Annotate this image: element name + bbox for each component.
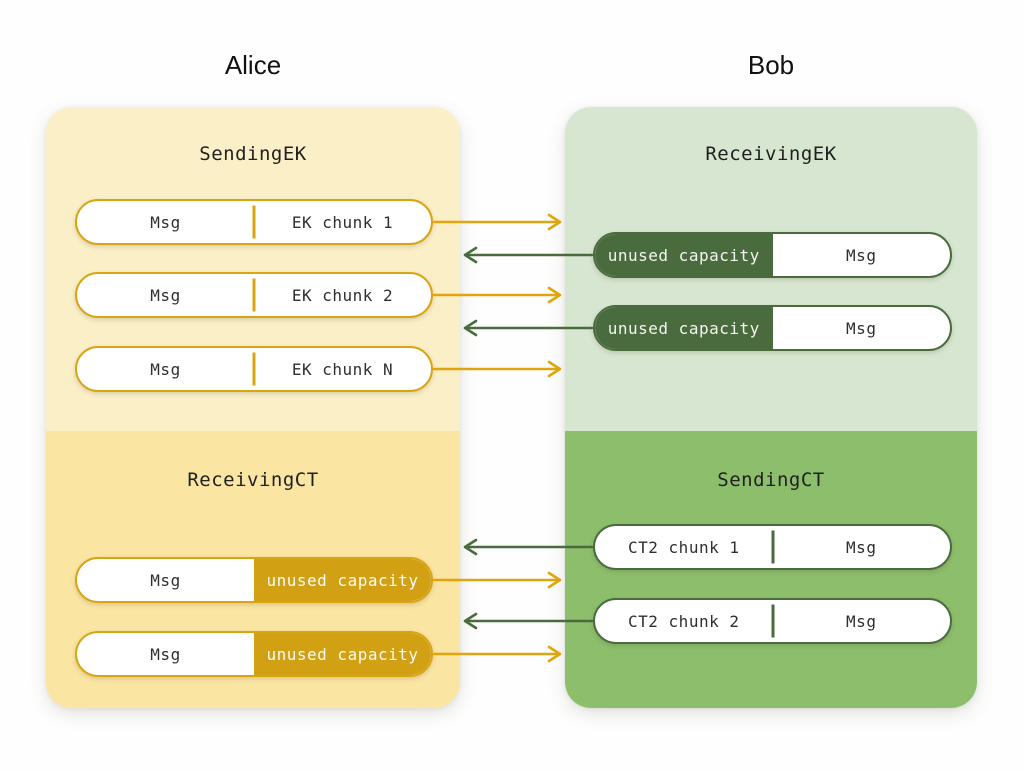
pill-right-label: unused capacity xyxy=(254,633,431,675)
pill-left-label: CT2 chunk 2 xyxy=(628,611,740,631)
panel-title-sending-ct: SendingCT xyxy=(717,469,825,491)
panel-title-sending-ek: SendingEK xyxy=(199,143,307,165)
pill-right-label: EK chunk 1 xyxy=(291,212,394,232)
pill-right-label: unused capacity xyxy=(254,559,431,601)
pill-left-label: Msg xyxy=(150,570,181,590)
pill-divider xyxy=(252,352,256,386)
pill-unused-capacity-msg-2: unused capacity Msg xyxy=(593,305,952,351)
alice-card xyxy=(46,107,460,708)
pill-unused-capacity-msg-1: unused capacity Msg xyxy=(593,232,952,278)
pill-right-label: EK chunk N xyxy=(291,359,394,379)
pill-divider xyxy=(771,530,774,564)
pill-divider xyxy=(771,604,774,638)
pill-divider xyxy=(252,205,256,239)
pill-divider xyxy=(252,278,256,312)
pill-left-label: unused capacity xyxy=(595,234,773,276)
panel-title-receiving-ek: ReceivingEK xyxy=(705,143,837,165)
pill-right-label: Msg xyxy=(846,245,877,265)
pill-left-label: Msg xyxy=(150,212,181,232)
actor-title-bob: Bob xyxy=(747,50,795,80)
actor-title-alice: Alice xyxy=(224,50,282,80)
pill-left-label: Msg xyxy=(150,285,181,305)
pill-left-label: Msg xyxy=(150,644,181,664)
pill-left-label: CT2 chunk 1 xyxy=(628,537,740,557)
pill-left-label: unused capacity xyxy=(595,307,773,349)
panel-title-receiving-ct: ReceivingCT xyxy=(187,469,319,491)
pill-msg-ek-chunk-1: Msg EK chunk 1 xyxy=(75,199,433,245)
pill-right-label: Msg xyxy=(846,318,877,338)
pill-ct2-chunk-1-msg: CT2 chunk 1 Msg xyxy=(593,524,952,570)
pill-msg-ek-chunk-2: Msg EK chunk 2 xyxy=(75,272,433,318)
pill-right-label: Msg xyxy=(846,611,877,631)
pill-right-label: EK chunk 2 xyxy=(291,285,394,305)
pill-right-label: Msg xyxy=(846,537,877,557)
pill-msg-ek-chunk-n: Msg EK chunk N xyxy=(75,346,433,392)
pill-msg-unused-capacity-1: Msg unused capacity xyxy=(75,557,433,603)
pill-left-label: Msg xyxy=(150,359,181,379)
pill-ct2-chunk-2-msg: CT2 chunk 2 Msg xyxy=(593,598,952,644)
pill-msg-unused-capacity-2: Msg unused capacity xyxy=(75,631,433,677)
